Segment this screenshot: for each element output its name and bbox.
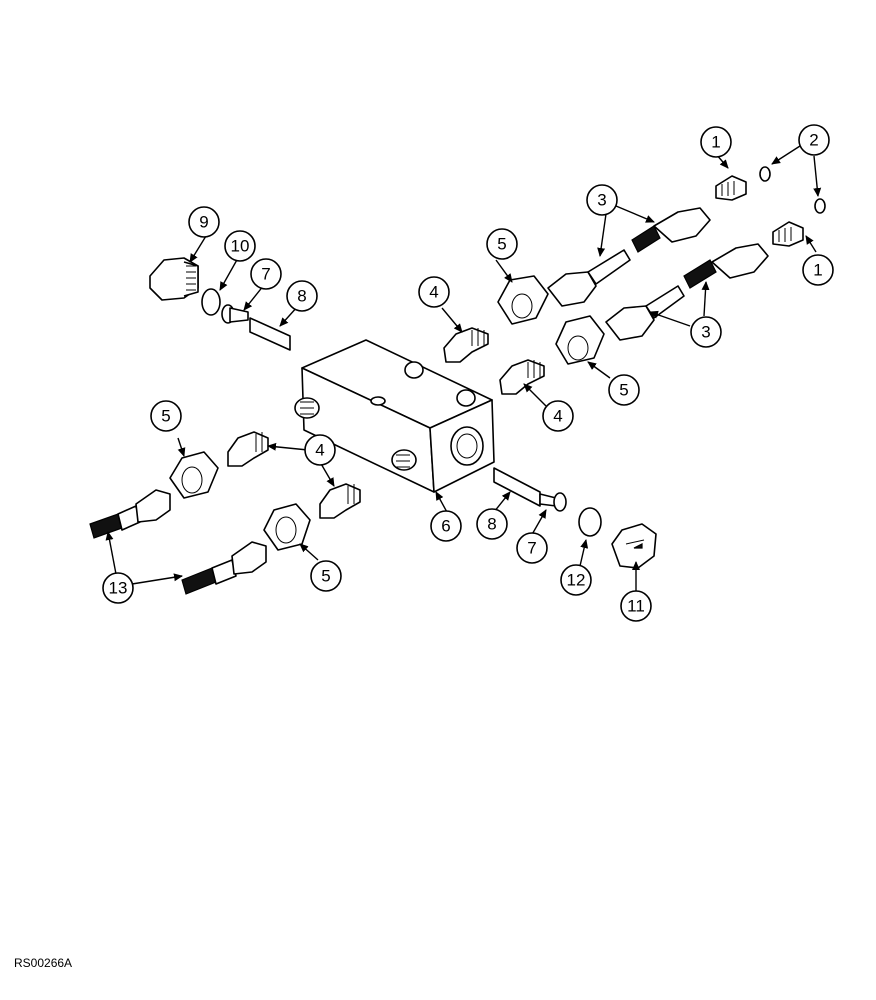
svg-text:7: 7 [527, 539, 536, 558]
leader-lines [105, 145, 822, 592]
svg-text:5: 5 [497, 235, 506, 254]
poppet-7-upper [221, 304, 249, 324]
svg-text:4: 4 [553, 407, 562, 426]
svg-text:8: 8 [487, 515, 496, 534]
spring-8-upper [249, 317, 291, 351]
callout-4-upper: 4 [418, 276, 450, 308]
callout-7-upper: 7 [250, 258, 282, 290]
svg-text:3: 3 [597, 191, 606, 210]
callout-13: 13 [102, 572, 134, 604]
callout-5-bottom: 5 [310, 560, 342, 592]
fitting-1-upper [715, 175, 747, 201]
poppet-7-lower [539, 492, 567, 512]
callout-5-right: 5 [608, 374, 640, 406]
svg-text:11: 11 [627, 597, 645, 616]
nut-5-lower-left [169, 451, 219, 499]
o-ring-12 [578, 507, 602, 537]
hose-end-13-b [181, 541, 267, 595]
callout-1-upper: 1 [700, 126, 732, 158]
adapter-4-upper [443, 327, 489, 363]
svg-text:7: 7 [261, 265, 270, 284]
plug-9 [149, 257, 199, 301]
callout-3-upper: 3 [586, 184, 618, 216]
svg-text:1: 1 [711, 133, 720, 152]
svg-text:1: 1 [813, 261, 822, 280]
svg-text:12: 12 [567, 571, 586, 590]
callout-5-upper: 5 [486, 228, 518, 260]
callout-8-upper: 8 [286, 280, 318, 312]
svg-text:5: 5 [619, 381, 628, 400]
svg-text:3: 3 [701, 323, 710, 342]
svg-text:4: 4 [429, 283, 438, 302]
svg-text:2: 2 [809, 131, 818, 150]
o-ring-10 [201, 288, 221, 316]
adapter-4-lower-b [319, 483, 361, 519]
callout-4-mid: 4 [542, 400, 574, 432]
callout-11: 11 [620, 590, 652, 622]
callout-5-left: 5 [150, 400, 182, 432]
callout-6: 6 [430, 510, 462, 542]
adapter-4-lower-a [227, 431, 269, 467]
callout-2: 2 [798, 124, 830, 156]
callout-8-lower: 8 [476, 508, 508, 540]
callout-7-lower: 7 [516, 532, 548, 564]
callout-4-lower: 4 [304, 434, 336, 466]
plug-11 [611, 523, 657, 569]
svg-text:6: 6 [441, 517, 450, 536]
hose-end-3-a [547, 249, 631, 307]
svg-text:9: 9 [199, 213, 208, 232]
hose-end-3-b [631, 207, 711, 253]
callout-9: 9 [188, 206, 220, 238]
svg-text:5: 5 [161, 407, 170, 426]
callout-12: 12 [560, 564, 592, 596]
valve-block [294, 339, 495, 493]
hose-end-3-d [683, 243, 769, 289]
svg-text:8: 8 [297, 287, 306, 306]
fitting-1-lower [772, 221, 804, 247]
adapter-4-mid [499, 359, 545, 395]
figure-code: RS00266A [14, 956, 73, 970]
callout-1-lower: 1 [802, 254, 834, 286]
o-ring-2-upper [759, 166, 771, 182]
callout-3-lower: 3 [690, 316, 722, 348]
o-ring-2-lower [814, 198, 826, 214]
svg-text:10: 10 [231, 237, 250, 256]
hose-end-3-c [605, 285, 685, 341]
nut-5-bottom [263, 503, 311, 551]
nut-5-upper [497, 275, 549, 325]
hose-end-13-a [89, 489, 171, 539]
nut-5-right [555, 315, 605, 365]
svg-text:13: 13 [109, 579, 128, 598]
callout-10: 10 [224, 230, 256, 262]
svg-text:5: 5 [321, 567, 330, 586]
spring-8-lower [493, 467, 541, 507]
svg-text:4: 4 [315, 441, 324, 460]
